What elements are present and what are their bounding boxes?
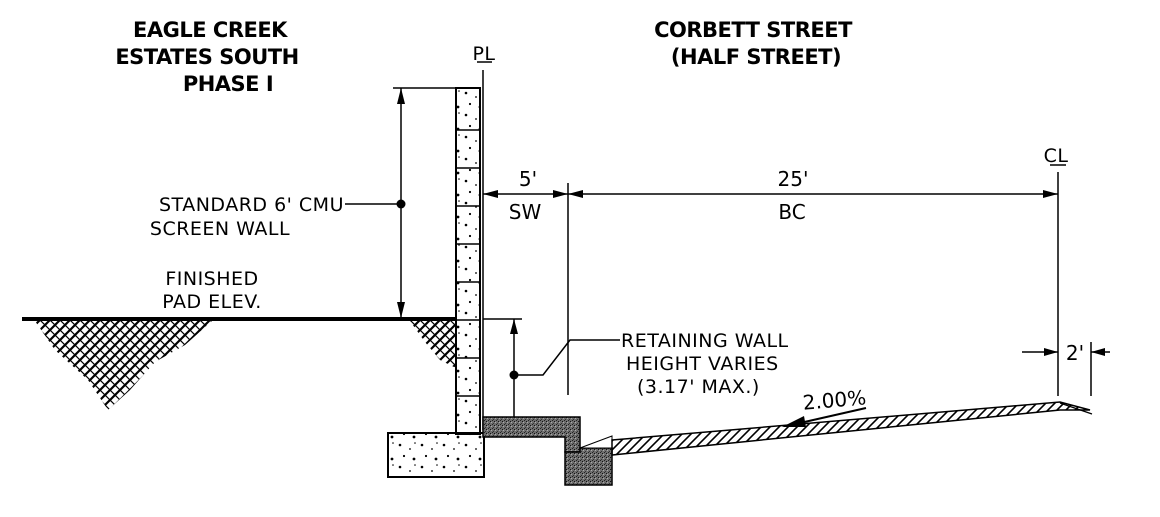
- retaining-wall-height-dimension: [483, 318, 620, 417]
- cmu-wall: [455, 87, 481, 435]
- finished-pad-label-line-1: FINISHED: [165, 268, 258, 290]
- slope-arrow-shaft: [799, 407, 867, 424]
- screen-wall-label-line-1: STANDARD 6' CMU: [159, 194, 344, 216]
- subdivision-title-line-3: PHASE I: [183, 72, 273, 96]
- property-line-label: PL: [472, 43, 495, 65]
- retaining-wall-label-line-1: RETAINING WALL: [621, 330, 789, 352]
- horizontal-dimensions: [483, 172, 1059, 396]
- subdivision-title-line-2: ESTATES SOUTH: [115, 45, 298, 69]
- street-title: CORBETT STREET (HALF STREET): [654, 18, 854, 69]
- back-of-curb-width-label: 25': [778, 167, 809, 191]
- native-earth-hatch-wall: [410, 321, 456, 368]
- screen-wall-height-dimension: [345, 87, 456, 318]
- sidewalk-slab: [482, 416, 581, 453]
- wall-footing: [387, 432, 485, 478]
- slope-label: 2.00%: [802, 385, 867, 414]
- sidewalk-width-label: 5': [519, 167, 537, 191]
- subdivision-title: EAGLE CREEK ESTATES SOUTH PHASE I: [115, 18, 299, 96]
- cmu-wall-body: [455, 87, 481, 435]
- pavement-crown-edge: [1059, 402, 1093, 415]
- centerline-label: CL: [1044, 145, 1069, 167]
- slope-arrow-head: [782, 416, 806, 427]
- finished-pad-label-line-2: PAD ELEV.: [162, 291, 262, 313]
- screen-wall-label-line-2: SCREEN WALL: [150, 218, 290, 240]
- offset-dimension: [1022, 342, 1110, 396]
- pavement-section: [611, 401, 1091, 456]
- retaining-wall-label-line-3: (3.17' MAX.): [637, 376, 760, 398]
- sidewalk-abbr-label: SW: [509, 200, 542, 224]
- street-title-line-2: (HALF STREET): [671, 45, 841, 69]
- subdivision-title-line-1: EAGLE CREEK: [133, 18, 288, 42]
- back-of-curb-abbr-label: BC: [778, 200, 805, 224]
- retaining-wall-label-line-2: HEIGHT VARIES: [626, 353, 779, 375]
- offset-label: 2': [1066, 341, 1084, 365]
- gutter-flowline: [579, 435, 613, 449]
- curb-and-gutter: [564, 447, 613, 486]
- street-title-line-1: CORBETT STREET: [654, 18, 853, 42]
- native-earth-hatch-left: [35, 321, 212, 410]
